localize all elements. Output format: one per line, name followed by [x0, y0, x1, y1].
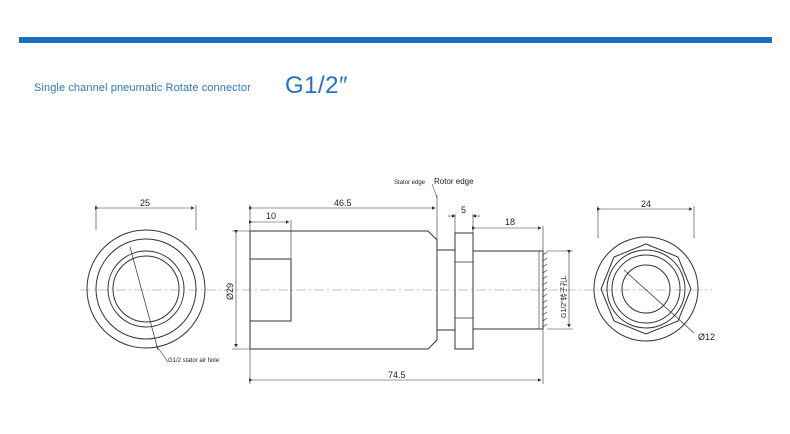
thread-label: G1/2"转子孔L [559, 275, 568, 318]
dim-body-length: 46.5 [334, 198, 352, 208]
product-title: Single channel pneumatic Rotate connecto… [34, 82, 251, 94]
stator-hole-label: G1/2 stator air hole [168, 358, 220, 364]
header-accent-bar [19, 37, 772, 43]
dim-right-bore: Ø12 [698, 332, 715, 342]
dim-left-width: 25 [140, 198, 150, 208]
stator-edge-label: Stator edge [394, 180, 426, 186]
dim-nut-width: 5 [461, 205, 466, 215]
dim-body-diameter: Ø29 [225, 283, 235, 300]
dim-right-width: 24 [641, 199, 651, 209]
dim-bore-depth: 10 [266, 211, 276, 221]
dim-thread-length: 18 [505, 217, 515, 227]
side-view [232, 183, 573, 384]
left-end-view [86, 205, 206, 363]
rotor-edge-label: Rotor edge [434, 177, 474, 186]
model-label: G1/2″ [285, 72, 349, 99]
right-end-view [593, 206, 699, 342]
dim-overall-length: 74.5 [388, 370, 406, 380]
